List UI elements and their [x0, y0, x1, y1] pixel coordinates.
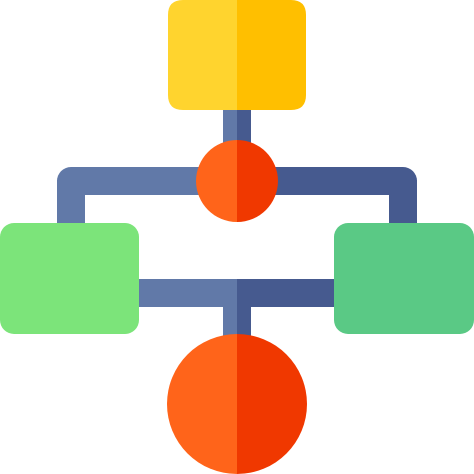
- connector-left-drop: [57, 180, 85, 230]
- left-process-box: [0, 223, 139, 334]
- connector-bottom-left: [223, 293, 237, 343]
- connector-right-drop: [389, 180, 417, 230]
- connector-lower-left-bar: [135, 279, 237, 307]
- right-process-box: [334, 223, 474, 334]
- top-decision-circle: [196, 140, 278, 222]
- connector-upper-right-bar: [237, 167, 417, 195]
- connector-upper-left-bar: [57, 167, 237, 195]
- connector-lower-right-bar: [237, 279, 339, 307]
- bottom-terminal-circle: [167, 334, 307, 474]
- top-process-box: [168, 0, 306, 110]
- connector-top-right: [237, 105, 251, 145]
- connector-lines: [57, 105, 417, 343]
- connector-top-left: [223, 105, 237, 145]
- connector-bottom-right: [237, 293, 251, 343]
